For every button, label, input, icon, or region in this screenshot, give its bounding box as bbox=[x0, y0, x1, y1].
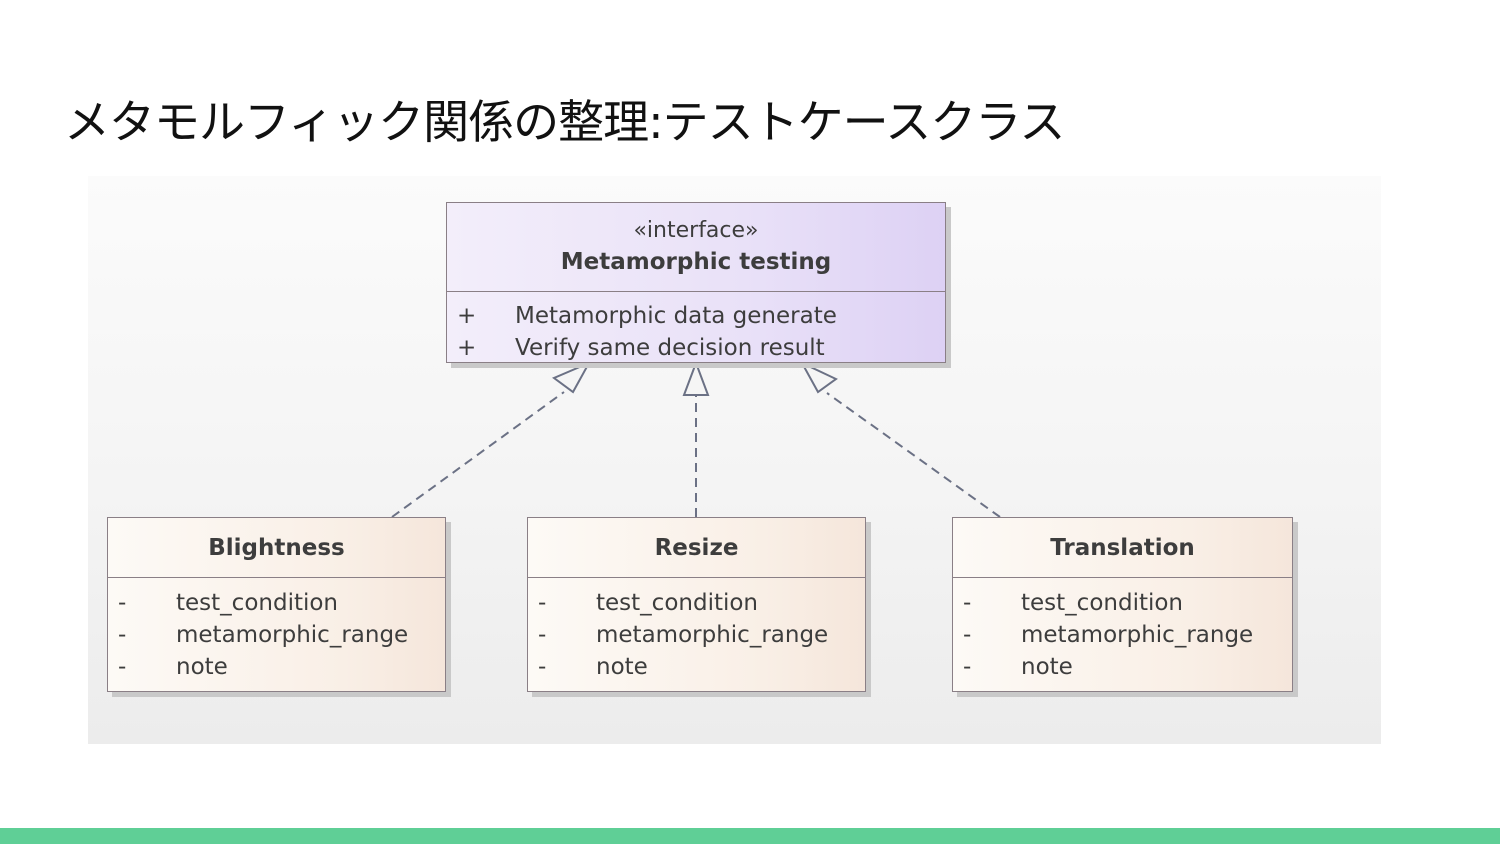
visibility-private: - bbox=[118, 590, 127, 616]
realization-connectors bbox=[391, 360, 1001, 518]
attribute-row: - test_condition bbox=[538, 587, 865, 619]
class-blightness[interactable]: Blightness - test_condition - metamorphi… bbox=[107, 517, 446, 692]
class-header: Blightness bbox=[108, 518, 445, 578]
realization-arrowhead-blightness bbox=[552, 360, 592, 394]
visibility-private: - bbox=[538, 590, 547, 616]
visibility-private: - bbox=[963, 590, 972, 616]
attribute-label: metamorphic_range bbox=[176, 622, 409, 648]
class-attributes: - test_condition - metamorphic_range - n… bbox=[108, 578, 445, 683]
operation-row: + Metamorphic data generate bbox=[457, 300, 945, 332]
attribute-label: note bbox=[596, 654, 648, 680]
footer-accent-bar bbox=[0, 828, 1500, 844]
attribute-row: - test_condition bbox=[118, 587, 445, 619]
attribute-row: - note bbox=[118, 651, 445, 683]
class-header: Resize bbox=[528, 518, 865, 578]
attribute-label: test_condition bbox=[1021, 590, 1184, 616]
visibility-private: - bbox=[538, 654, 547, 680]
class-attributes: - test_condition - metamorphic_range - n… bbox=[953, 578, 1292, 683]
attribute-label: metamorphic_range bbox=[1021, 622, 1254, 648]
attribute-row: - metamorphic_range bbox=[118, 619, 445, 651]
visibility-private: - bbox=[538, 622, 547, 648]
visibility-public: + bbox=[457, 303, 477, 329]
realization-line-translation bbox=[826, 392, 1001, 518]
interface-operations: + Metamorphic data generate + Verify sam… bbox=[447, 292, 945, 364]
class-name: Blightness bbox=[208, 534, 345, 561]
class-name: Translation bbox=[1050, 534, 1195, 561]
attribute-label: note bbox=[1021, 654, 1073, 680]
interface-header: «interface» Metamorphic testing bbox=[447, 203, 945, 292]
visibility-private: - bbox=[118, 622, 127, 648]
attribute-row: - metamorphic_range bbox=[963, 619, 1292, 651]
realization-arrowhead-resize bbox=[682, 360, 710, 396]
slide-title: メタモルフィック関係の整理:テストケースクラス bbox=[64, 95, 1065, 149]
realization-arrowhead-translation bbox=[799, 360, 838, 394]
attribute-row: - note bbox=[963, 651, 1292, 683]
interface-stereotype: «interface» bbox=[633, 218, 759, 243]
attribute-row: - note bbox=[538, 651, 865, 683]
class-resize[interactable]: Resize - test_condition - metamorphic_ra… bbox=[527, 517, 866, 692]
attribute-label: metamorphic_range bbox=[596, 622, 829, 648]
class-header: Translation bbox=[953, 518, 1292, 578]
realization-line-blightness bbox=[391, 391, 565, 518]
attribute-label: note bbox=[176, 654, 228, 680]
uml-diagram-canvas: «interface» Metamorphic testing + Metamo… bbox=[88, 176, 1381, 744]
operation-row: + Verify same decision result bbox=[457, 332, 945, 364]
attribute-label: test_condition bbox=[176, 590, 339, 616]
visibility-public: + bbox=[457, 335, 477, 361]
visibility-private: - bbox=[118, 654, 127, 680]
class-name: Resize bbox=[654, 534, 739, 561]
operation-label: Metamorphic data generate bbox=[515, 303, 837, 329]
attribute-row: - metamorphic_range bbox=[538, 619, 865, 651]
class-translation[interactable]: Translation - test_condition - metamorph… bbox=[952, 517, 1293, 692]
attribute-label: test_condition bbox=[596, 590, 759, 616]
interface-metamorphic-testing[interactable]: «interface» Metamorphic testing + Metamo… bbox=[446, 202, 946, 363]
attribute-row: - test_condition bbox=[963, 587, 1292, 619]
class-attributes: - test_condition - metamorphic_range - n… bbox=[528, 578, 865, 683]
visibility-private: - bbox=[963, 622, 972, 648]
operation-label: Verify same decision result bbox=[515, 335, 825, 361]
visibility-private: - bbox=[963, 654, 972, 680]
interface-name: Metamorphic testing bbox=[560, 249, 832, 275]
